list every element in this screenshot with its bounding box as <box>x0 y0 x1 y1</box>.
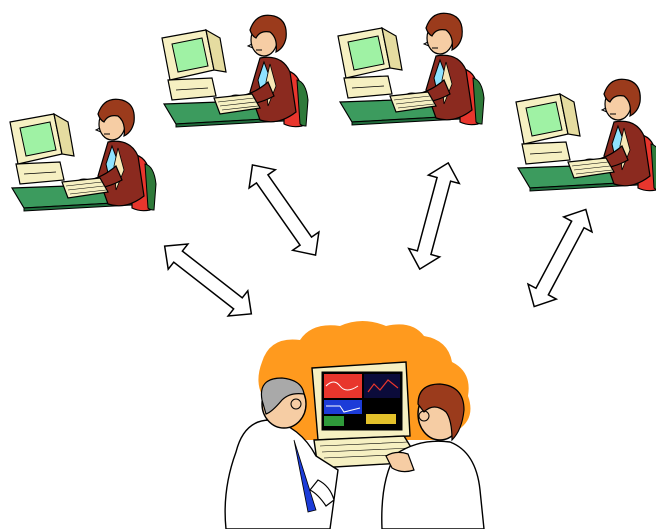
workstation-3 <box>338 13 484 125</box>
workstation-4 <box>516 79 656 191</box>
arrow-workstation-3-to-center <box>404 159 463 274</box>
workstation-2 <box>162 15 308 127</box>
arrow-workstation-4-to-center <box>520 202 600 314</box>
arrow-workstation-1-to-center <box>155 234 261 327</box>
workstation-1 <box>10 99 156 211</box>
arrow-workstation-2-to-center <box>239 156 328 264</box>
central-station <box>225 321 484 529</box>
